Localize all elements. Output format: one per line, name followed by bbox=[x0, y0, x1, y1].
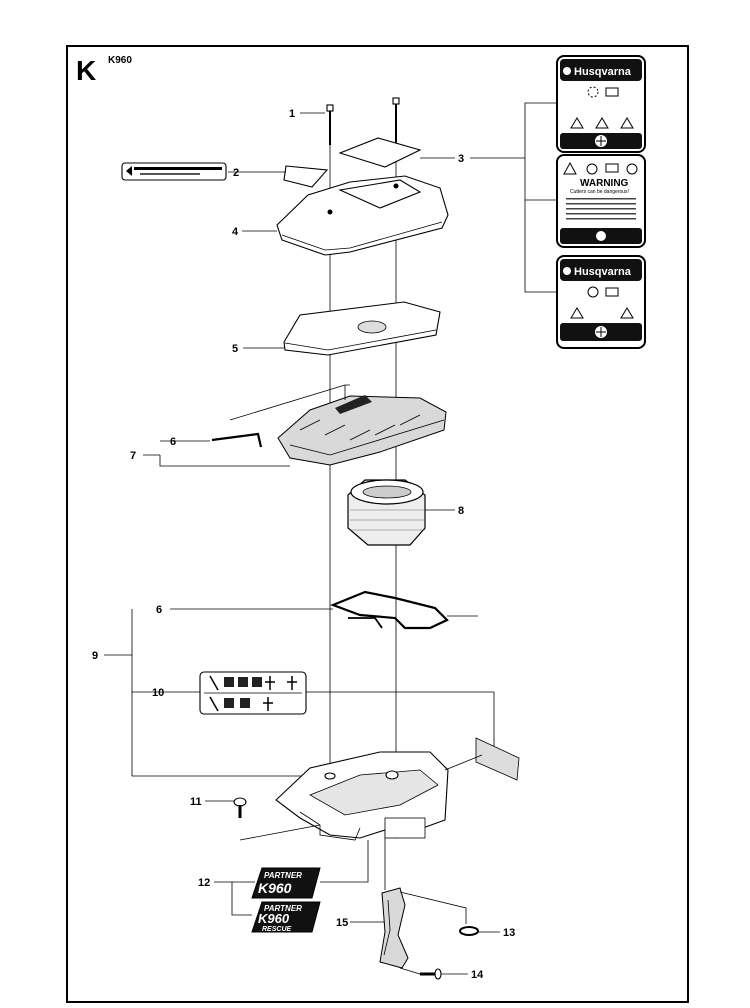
callout-9: 9 bbox=[92, 650, 98, 662]
svg-text:K960: K960 bbox=[258, 880, 292, 896]
svg-text:RESCUE: RESCUE bbox=[262, 926, 292, 933]
callout-8: 8 bbox=[458, 505, 464, 517]
svg-text:Cutters can be dangerous!: Cutters can be dangerous! bbox=[570, 189, 629, 195]
callout-6-lower: 6 bbox=[156, 604, 162, 616]
filter-cover-part-4 bbox=[276, 175, 449, 256]
screw-part-14 bbox=[420, 968, 442, 980]
svg-text:Husqvarna: Husqvarna bbox=[574, 66, 632, 78]
callout-7: 7 bbox=[130, 450, 136, 462]
decal-husqvarna-1: Husqvarna bbox=[556, 55, 646, 153]
clip-part-6-upper bbox=[211, 432, 263, 448]
filter-pad-part-5 bbox=[283, 301, 441, 356]
diagram-frame bbox=[66, 45, 689, 1003]
svg-text:WARNING: WARNING bbox=[580, 178, 629, 189]
callout-15: 15 bbox=[336, 917, 348, 929]
decal-warning: WARNING Cutters can be dangerous! bbox=[556, 154, 646, 248]
gasket-part-6-lower bbox=[329, 590, 449, 630]
callout-14: 14 bbox=[471, 969, 484, 981]
instruction-label-part-10 bbox=[199, 671, 307, 715]
callout-2: 2 bbox=[233, 167, 239, 179]
label-part-3 bbox=[338, 137, 422, 168]
callout-3: 3 bbox=[458, 153, 464, 165]
o-ring-part-13 bbox=[459, 926, 479, 936]
callout-13: 13 bbox=[503, 927, 515, 939]
svg-text:Husqvarna: Husqvarna bbox=[574, 266, 632, 278]
prefilter-part-7 bbox=[229, 384, 447, 466]
air-filter-part-8 bbox=[347, 479, 426, 546]
intake-duct-part-15 bbox=[379, 887, 409, 969]
decal-k960-part-12: PARTNER K960 PARTNER K960 RESCUE bbox=[251, 867, 321, 933]
callout-6-upper: 6 bbox=[170, 436, 176, 448]
label-part-10-sheet bbox=[475, 737, 520, 781]
screw-part-11 bbox=[233, 797, 247, 818]
callout-12: 12 bbox=[198, 877, 210, 889]
svg-text:PARTNER: PARTNER bbox=[264, 904, 302, 913]
callout-11: 11 bbox=[190, 796, 202, 808]
svg-text:K960: K960 bbox=[258, 911, 290, 926]
filter-housing bbox=[275, 751, 483, 841]
label-part-2 bbox=[121, 162, 329, 188]
screw-part-1 bbox=[326, 97, 400, 145]
model-name: K960 bbox=[108, 55, 132, 66]
callout-5: 5 bbox=[232, 343, 238, 355]
section-letter: K bbox=[76, 55, 96, 86]
decal-husqvarna-2: Husqvarna bbox=[556, 255, 646, 349]
callout-10: 10 bbox=[152, 687, 164, 699]
callout-1: 1 bbox=[289, 108, 295, 120]
svg-text:PARTNER: PARTNER bbox=[264, 871, 302, 880]
callout-4: 4 bbox=[232, 226, 239, 238]
